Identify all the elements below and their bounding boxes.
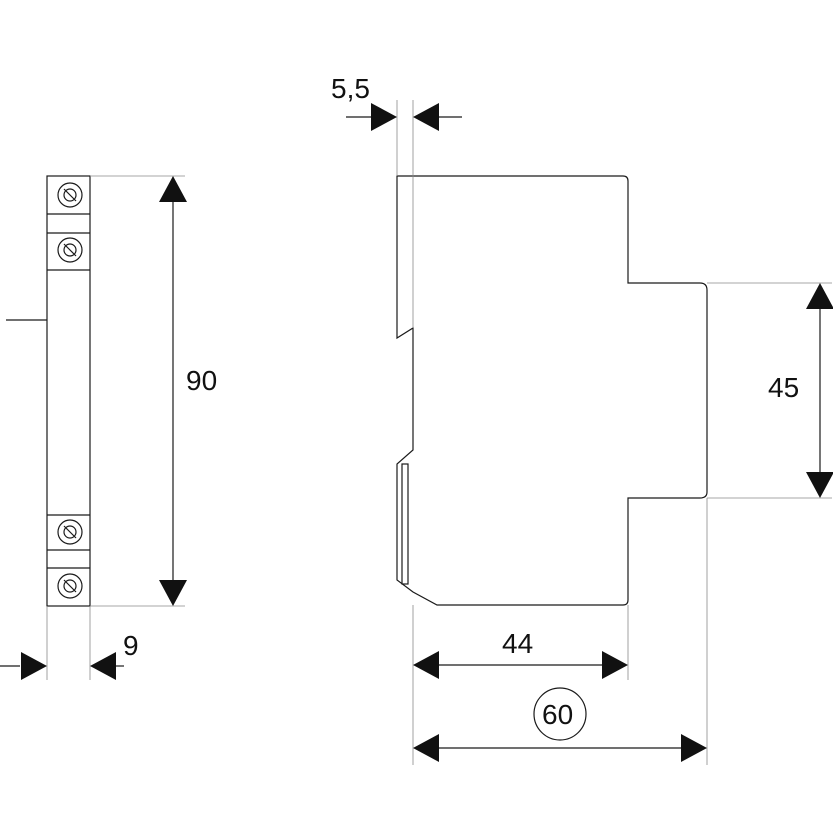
arrow-left-icon	[90, 652, 116, 680]
screw-terminal-icon	[57, 182, 83, 208]
dimension-offset-5-5: 5,5	[331, 73, 462, 328]
screw-terminal-icon	[57, 519, 83, 545]
dimension-label-5-5: 5,5	[331, 73, 370, 104]
side-view	[396, 175, 708, 606]
arrow-up-icon	[806, 283, 833, 309]
dimension-height-90: 90	[90, 175, 217, 607]
arrow-right-icon	[371, 103, 397, 131]
screw-terminal-icon	[57, 573, 83, 599]
arrow-right-icon	[21, 652, 47, 680]
dimension-label-90: 90	[186, 365, 217, 396]
dimension-width-9: 9	[0, 606, 139, 680]
din-clip-slot	[401, 463, 409, 585]
dimension-label-44: 44	[502, 628, 533, 659]
arrow-left-icon	[413, 651, 439, 679]
reference-circle-icon	[533, 687, 587, 741]
dimension-height-45: 45	[707, 282, 833, 499]
arrow-right-icon	[681, 734, 707, 762]
arrow-left-icon	[413, 734, 439, 762]
front-view-body	[46, 175, 91, 607]
front-view	[6, 175, 91, 607]
arrow-left-icon	[413, 103, 439, 131]
dimension-label-45: 45	[768, 372, 799, 403]
arrow-down-icon	[159, 580, 187, 606]
dimension-depth-60: 60	[413, 498, 708, 765]
side-view-outline	[396, 175, 708, 606]
dimension-label-60: 60	[542, 699, 573, 730]
dimension-depth-44: 44	[412, 605, 629, 765]
arrow-down-icon	[806, 472, 833, 498]
screw-terminal-icon	[57, 237, 83, 263]
arrow-up-icon	[159, 176, 187, 202]
arrow-right-icon	[602, 651, 628, 679]
dimension-label-9: 9	[123, 630, 139, 661]
